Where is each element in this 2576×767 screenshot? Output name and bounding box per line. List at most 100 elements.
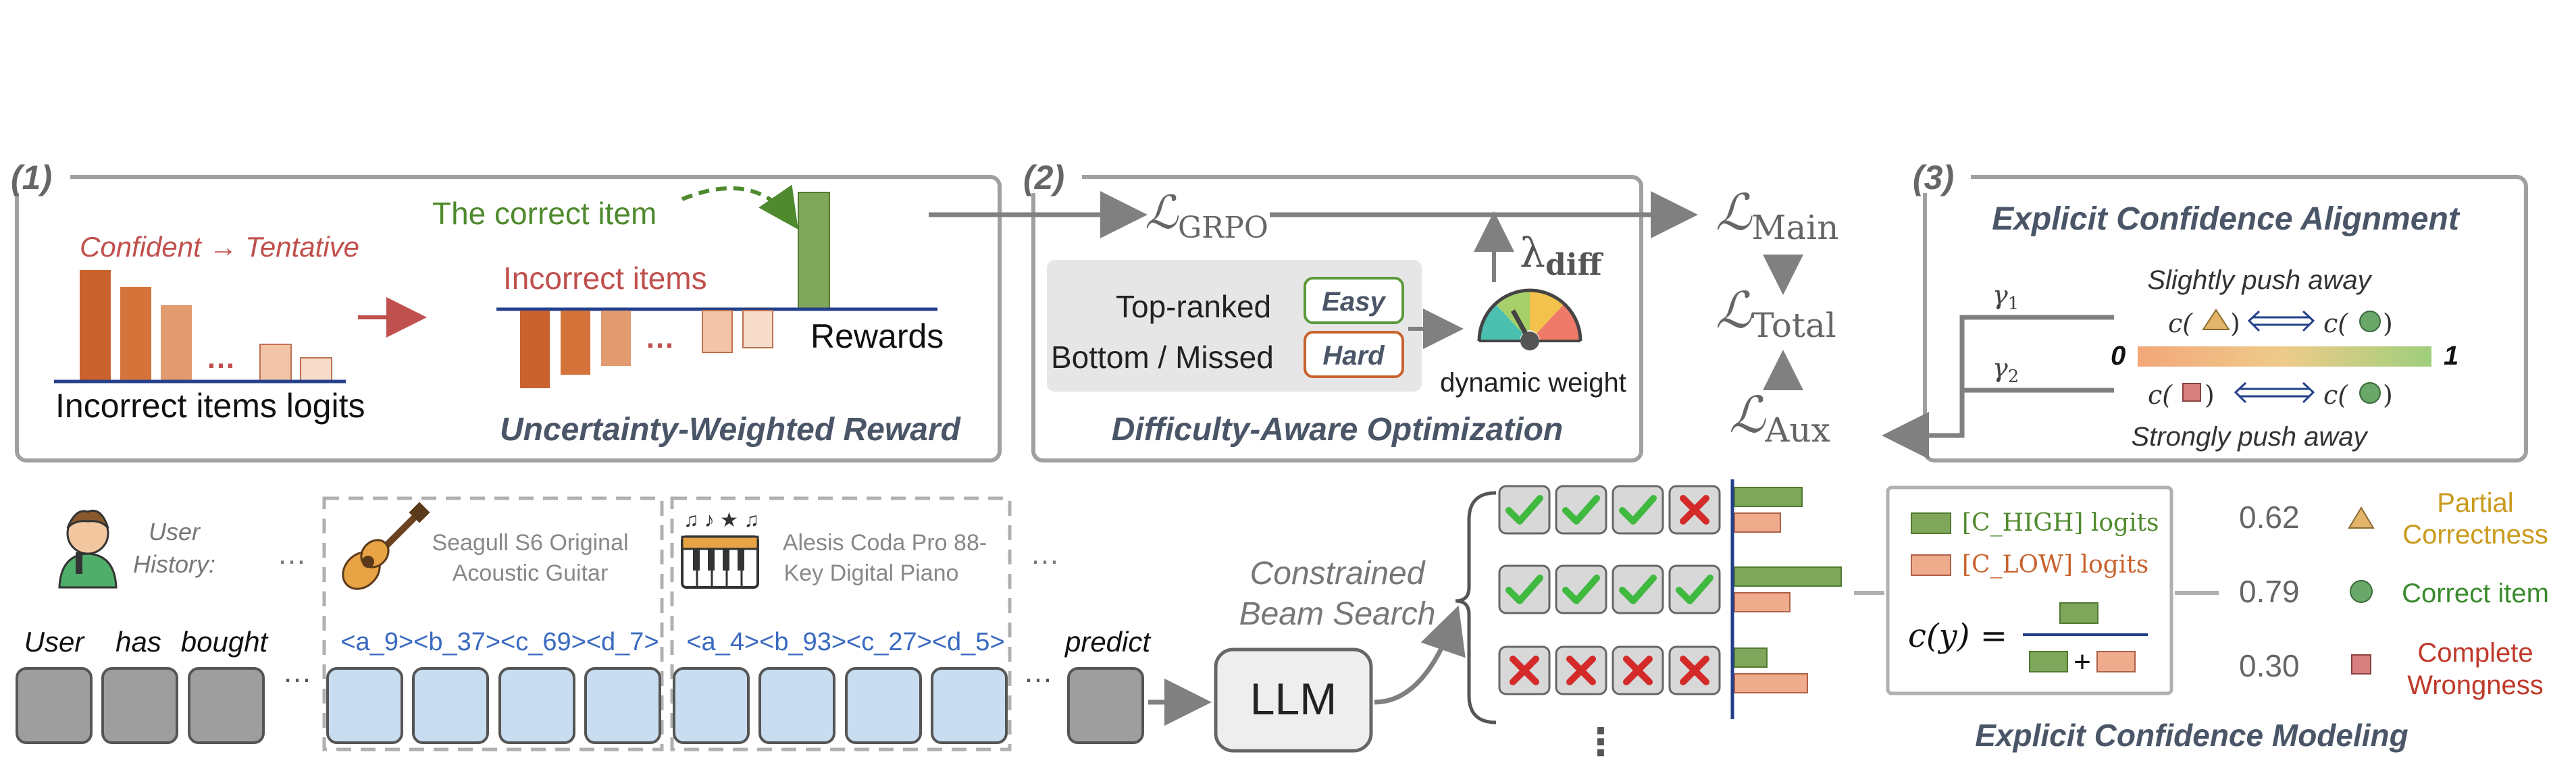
hard-label: Hard: [1322, 341, 1385, 371]
grey-token: [188, 667, 265, 744]
constrained-label-1: Constrained: [1250, 556, 1426, 591]
beam-brace: [1455, 491, 1497, 724]
beam-grid: [1498, 485, 1842, 695]
svg-text:c(: c(: [2168, 309, 2193, 338]
user-history-label-2: History:: [133, 550, 215, 578]
easy-badge: [1304, 277, 1404, 324]
cross-icon: [1510, 656, 1539, 685]
cross-icon: [1680, 656, 1709, 685]
ellipsis: …: [645, 321, 675, 354]
top-ranked-label: Top-ranked: [1116, 289, 1271, 324]
high-logits-label: [C_HIGH] logits: [1962, 509, 2159, 537]
check-icon: [1562, 495, 1600, 525]
item1-name-2: Acoustic Guitar: [453, 560, 609, 586]
grey-token: [16, 667, 93, 744]
reward-bar: [601, 311, 631, 366]
blue-token: [845, 667, 922, 744]
svg-text:♫ ♪ ★ ♫: ♫ ♪ ★ ♫: [684, 509, 759, 531]
outcome-label-wrong-1: Complete: [2417, 638, 2533, 668]
logit-bar: [120, 287, 151, 381]
history-item-frame: [322, 496, 664, 751]
token-label-bought: bought: [181, 626, 269, 658]
correct-item-label: The correct item: [432, 196, 656, 231]
circle-icon: [2359, 311, 2381, 332]
loss-aux: ℒAux: [1729, 386, 1830, 450]
user-history: User History: … Seagull S6 Original Acou…: [16, 496, 1466, 753]
svg-text:): ): [2230, 309, 2240, 338]
hard-badge: [1304, 331, 1404, 378]
square-icon: [2182, 383, 2201, 402]
blue-token: [326, 667, 403, 744]
low-logit-bar: [1734, 512, 1781, 533]
circle-icon: [2359, 382, 2381, 404]
item1-name-1: Seagull S6 Original: [432, 530, 628, 556]
ellipsis: …: [206, 342, 236, 375]
token-label-user: User: [24, 626, 86, 658]
correct-item-bar: [798, 192, 830, 309]
user-avatar-icon: [58, 510, 118, 589]
panel2-frame: [1031, 175, 1643, 462]
low-legend-swatch: [1911, 554, 1951, 576]
panel-explicit-confidence-alignment: (3) Explicit Confidence Alignment γ1 γ2 …: [1882, 159, 2528, 462]
guitar-icon: [342, 502, 430, 590]
low-logits-label: [C_LOW] logits: [1962, 551, 2148, 579]
svg-text:c(: c(: [2323, 380, 2348, 410]
check-icon: [1505, 495, 1543, 525]
high-logit-bar: [1734, 487, 1803, 507]
triangle-icon: [2202, 309, 2230, 330]
history-dots: …: [277, 537, 307, 571]
confidence-scale: [2138, 346, 2431, 367]
token-dots: …: [1023, 656, 1053, 689]
svg-text:c(: c(: [2323, 309, 2348, 338]
triangle-icon: [2348, 506, 2375, 529]
gamma-connector: [1882, 315, 2114, 459]
check-icon: [1562, 575, 1600, 604]
outcomes: 0.62 Partial Correctness 0.79 Correct it…: [2239, 488, 2549, 700]
panel1-index: (1): [11, 159, 52, 196]
blue-token: [412, 667, 489, 744]
panel3-index: (3): [1913, 159, 1954, 196]
grey-token: [101, 667, 178, 744]
svg-text:): ): [2205, 380, 2215, 410]
slight-pair: c( ) c( ): [2168, 309, 2393, 338]
user-history-label-1: User: [149, 518, 201, 546]
blue-token: [584, 667, 661, 744]
loss-column: ℒMain ℒTotal ℒAux: [1270, 184, 1839, 450]
blue-token: [758, 667, 835, 744]
reward-bar: [520, 311, 550, 388]
llm-label: LLM: [1250, 674, 1337, 724]
semantic-codes-2: <a_4><b_93><c_27><d_5>: [686, 628, 1004, 656]
grey-token: [1067, 667, 1144, 744]
constrained-label-2: Beam Search: [1239, 596, 1436, 632]
panel-difficulty-aware-optimization: (2) ℒGRPO Top-ranked Bottom / Missed Eas…: [929, 159, 1643, 462]
cross-icon: [1623, 656, 1653, 685]
check-icon: [1619, 575, 1657, 604]
beam-vdots: ⋮: [1582, 720, 1620, 763]
outcome-value-partial: 0.62: [2239, 500, 2300, 535]
high-logit-bar: [1734, 566, 1842, 587]
confidence-model-title: Explicit Confidence Modeling: [1975, 718, 2408, 753]
formula-plus: +: [2073, 645, 2091, 679]
panel-uncertainty-weighted-reward: (1) Confident → Tentative … Incorrect it…: [8, 159, 1002, 462]
cross-icon: [1680, 495, 1709, 525]
high-legend-swatch: [1911, 512, 1951, 534]
low-logit-bar: [1734, 673, 1808, 693]
blue-token: [498, 667, 575, 744]
token-row: … …: [16, 656, 1144, 744]
outcome-label-partial-2: Correctness: [2402, 520, 2548, 550]
scale-min: 0: [2111, 341, 2126, 371]
confident-tentative-label: Confident → Tentative: [80, 231, 359, 263]
logits-caption: Incorrect items logits: [55, 387, 365, 425]
token-label-predict: predict: [1064, 626, 1152, 658]
scale-max: 1: [2444, 341, 2458, 371]
svg-text:): ): [2383, 309, 2393, 338]
gamma1: γ1: [1992, 280, 2019, 314]
logit-bar: [300, 357, 332, 382]
loss-grpo: ℒGRPO: [1145, 186, 1268, 245]
confidence-model-box: [1886, 485, 2173, 695]
easy-label: Easy: [1322, 287, 1386, 317]
blue-token: [931, 667, 1008, 744]
beam-candidates: ⋮: [1455, 479, 1842, 763]
token-dots: …: [282, 656, 312, 689]
outcome-label-partial-1: Partial: [2437, 488, 2513, 518]
